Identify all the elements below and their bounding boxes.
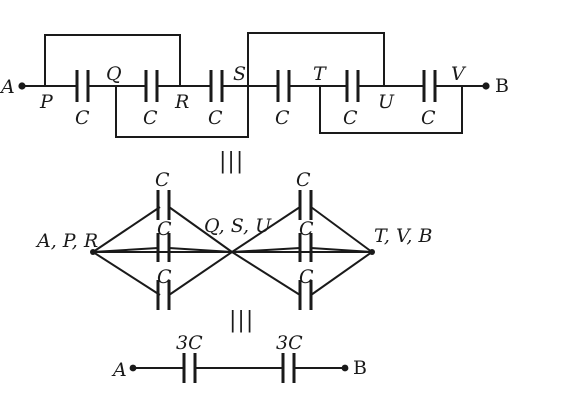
top-capacitor-2	[144, 70, 159, 102]
top-capacitor-4	[276, 70, 291, 102]
bottom-terminal-b-dot	[341, 364, 349, 372]
middle-node-left-label: A, P, R	[35, 230, 98, 252]
middle-node-right-label: T, V, B	[374, 225, 432, 247]
middle-capacitor-6-label: C	[299, 266, 314, 288]
middle-node-mid-label: Q, S, U	[204, 215, 272, 237]
top-capacitor-1	[75, 70, 90, 102]
middle-capacitor-upper-right	[231, 190, 373, 253]
bottom-terminal-a-label: A	[111, 359, 127, 381]
bottom-capacitor-1-label: 3C	[176, 332, 203, 354]
top-loop-q-s	[115, 86, 249, 138]
middle-capacitor-2-label: C	[157, 218, 172, 240]
top-loop-s-u	[247, 32, 385, 86]
bottom-capacitor-2-label: 3C	[276, 332, 303, 354]
middle-capacitor-3-label: C	[157, 266, 172, 288]
middle-circuit: A, P, R Q, S, U T, V, B C C C C C C	[35, 169, 432, 310]
node-p-label: P	[39, 91, 54, 113]
middle-capacitor-lower-right	[231, 251, 373, 310]
equivalence-sign-2: |||	[229, 308, 254, 333]
middle-capacitor-5-label: C	[299, 218, 314, 240]
top-loop-p-r	[44, 34, 181, 86]
node-t-label: T	[313, 63, 327, 85]
middle-capacitor-upper-left	[92, 190, 233, 253]
top-terminal-b-label: B	[495, 75, 509, 97]
bottom-circuit: A B 3C 3C	[111, 332, 367, 383]
top-capacitor-6-label: C	[421, 107, 436, 129]
top-loop-t-v	[319, 86, 463, 134]
middle-capacitor-1-label: C	[155, 169, 170, 191]
bottom-terminal-a-dot	[129, 364, 137, 372]
bottom-capacitor-2	[281, 353, 296, 383]
node-q-label: Q	[106, 63, 122, 85]
equivalence-sign-1: |||	[219, 149, 244, 174]
top-terminal-a-dot	[18, 82, 26, 90]
top-capacitor-3-label: C	[208, 107, 223, 129]
top-capacitor-5-label: C	[343, 107, 358, 129]
node-u-label: U	[378, 91, 395, 113]
bottom-capacitor-1	[182, 353, 197, 383]
top-terminal-b-dot	[482, 82, 490, 90]
top-capacitor-2-label: C	[143, 107, 158, 129]
node-r-label: R	[174, 91, 189, 113]
top-capacitor-1-label: C	[75, 107, 90, 129]
top-circuit: A B P Q R S T U V C C C C C C	[0, 32, 509, 138]
node-v-label: V	[451, 63, 467, 85]
middle-capacitor-lower-left	[92, 251, 233, 310]
top-capacitor-3	[209, 70, 224, 102]
bottom-terminal-b-label: B	[353, 357, 367, 379]
top-capacitor-5	[345, 70, 360, 102]
node-s-label: S	[233, 63, 246, 85]
top-capacitor-6	[422, 70, 437, 102]
top-capacitor-4-label: C	[275, 107, 290, 129]
top-terminal-a-label: A	[0, 76, 15, 98]
middle-capacitor-4-label: C	[296, 169, 311, 191]
